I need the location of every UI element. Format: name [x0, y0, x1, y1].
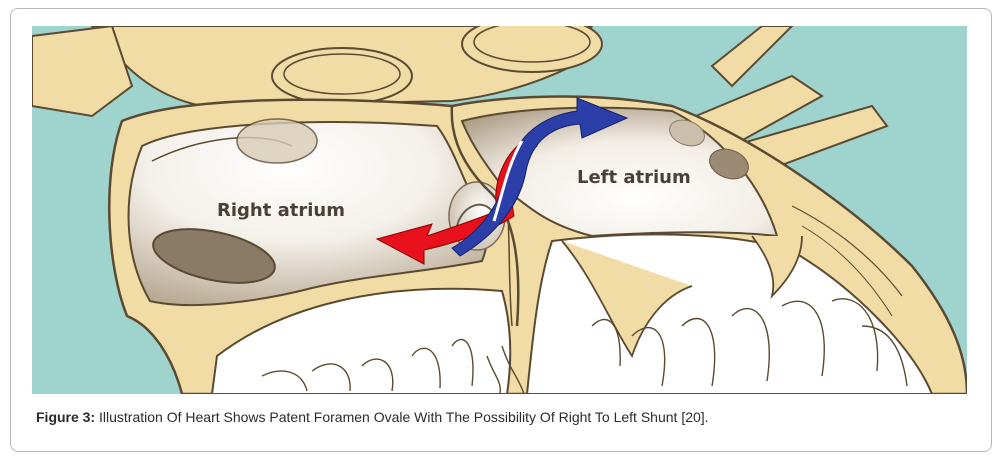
- vein-left: [32, 26, 134, 118]
- caption-label: Figure 3:: [36, 409, 96, 425]
- ra-opening-large: [152, 228, 276, 284]
- right-ventricle: [210, 287, 512, 394]
- la-vein-opening-2: [709, 148, 749, 180]
- pulmonary-trunk-outline: [461, 26, 603, 73]
- la-vein-opening-1: [669, 119, 705, 147]
- atrial-septum: [450, 105, 520, 327]
- aorta-outline: [271, 47, 413, 105]
- heart-illustration: Right atrium Left atrium: [32, 26, 967, 394]
- figure-caption: Figure 3: Illustration Of Heart Shows Pa…: [36, 409, 966, 425]
- label-right-atrium: Right atrium: [217, 200, 345, 221]
- caption-text: Illustration Of Heart Shows Patent Foram…: [95, 409, 709, 425]
- label-left-atrium: Left atrium: [577, 167, 691, 188]
- trabeculae: [261, 298, 908, 394]
